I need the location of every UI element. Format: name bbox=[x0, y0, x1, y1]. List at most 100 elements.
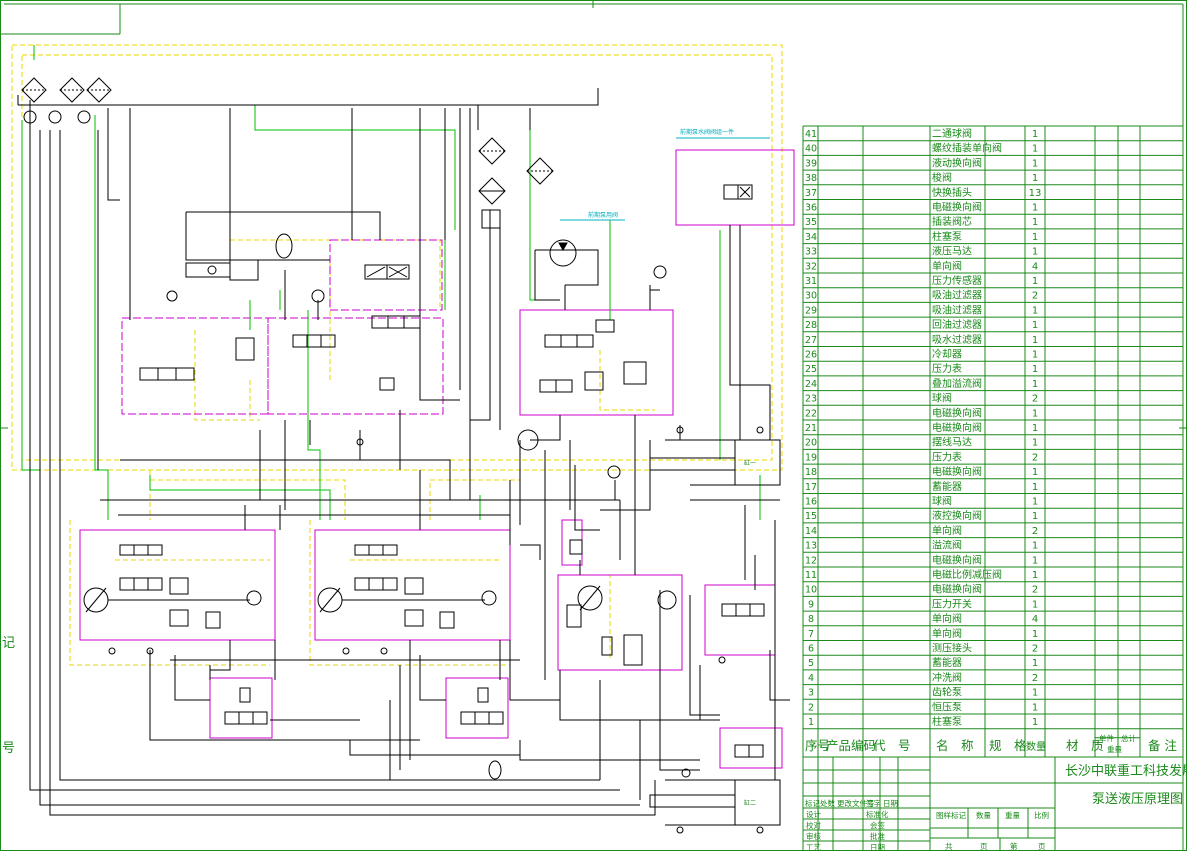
role-review: 审核 bbox=[806, 831, 821, 841]
bom-row-no: 28 bbox=[805, 320, 817, 331]
bom-row-qty: 2 bbox=[1032, 452, 1038, 463]
bom-header-spec: 规 格 bbox=[989, 738, 1027, 753]
bom-row-name: 电磁换向阀 bbox=[932, 421, 982, 434]
bom-header: 序号 产品编码 代 号 名 称 规 格 数量 材 质 单件 总计 重量 备 注 bbox=[805, 733, 1177, 754]
bom-row-no: 40 bbox=[805, 144, 817, 155]
company-name: 长沙中联重工科技发展股份有 bbox=[1065, 763, 1187, 779]
role-countersign: 会签 bbox=[870, 820, 885, 830]
bom-row-qty: 2 bbox=[1032, 291, 1038, 302]
bom-row-no: 34 bbox=[805, 232, 817, 243]
bom-row-qty: 1 bbox=[1032, 599, 1038, 610]
bom-header-no: 序号 bbox=[805, 738, 830, 753]
bom-row-no: 27 bbox=[805, 335, 817, 346]
bom-row-no: 10 bbox=[805, 585, 817, 596]
bom-header-unit-weight: 单件 bbox=[1099, 733, 1115, 743]
bom-row-name: 冲洗阀 bbox=[932, 671, 962, 684]
bom-row-no: 31 bbox=[805, 276, 817, 287]
pump-motor-group bbox=[166, 233, 667, 780]
bom-row-qty: 1 bbox=[1032, 173, 1038, 184]
bom-header-remark: 备 注 bbox=[1148, 738, 1177, 753]
bom-row-no: 6 bbox=[808, 644, 814, 655]
bom-row-qty: 1 bbox=[1032, 158, 1038, 169]
rev-col-count: 处数 bbox=[820, 798, 835, 808]
bom-row-qty: 1 bbox=[1032, 335, 1038, 346]
bom-row-name: 电磁换向阀 bbox=[932, 406, 982, 419]
bom-row-no: 19 bbox=[805, 452, 817, 463]
bom-row-no: 36 bbox=[805, 203, 817, 214]
bom-row-name: 压力传感器 bbox=[932, 274, 982, 287]
role-approve: 批准 bbox=[870, 831, 885, 841]
bom-row-no: 8 bbox=[808, 614, 814, 625]
bom-row-no: 4 bbox=[808, 673, 814, 684]
margin-label-top: 记 bbox=[2, 636, 15, 651]
bom-row-qty: 13 bbox=[1029, 188, 1042, 199]
pilot-lines bbox=[11, 44, 783, 666]
bom-grid bbox=[802, 125, 1183, 851]
bom-row-name: 压力开关 bbox=[932, 597, 972, 610]
bom-row-no: 41 bbox=[805, 129, 817, 140]
bom-row-no: 29 bbox=[805, 305, 817, 316]
cylinders bbox=[649, 439, 781, 826]
cylinder-1-label: 缸一 bbox=[744, 459, 756, 467]
bom-row-no: 14 bbox=[805, 526, 817, 537]
bom-row-name: 液动换向阀 bbox=[932, 156, 982, 169]
bom-row-no: 23 bbox=[805, 394, 817, 405]
bom-row-qty: 2 bbox=[1032, 673, 1038, 684]
bom-row-name: 单向阀 bbox=[932, 612, 962, 625]
stage-col-weight: 重量 bbox=[1005, 811, 1020, 820]
bom-row-no: 39 bbox=[805, 158, 817, 169]
bom-row-qty: 1 bbox=[1032, 247, 1038, 258]
bom-row-name: 二通球阀 bbox=[932, 127, 972, 140]
bom-row-name: 溢流阀 bbox=[932, 539, 962, 552]
bom-row-no: 9 bbox=[808, 599, 814, 610]
sheet-total-suffix: 页 bbox=[980, 842, 988, 851]
stage-col-mark: 图样标记 bbox=[936, 810, 966, 820]
bom-row-qty: 1 bbox=[1032, 438, 1038, 449]
bom-header-material: 材 质 bbox=[1066, 738, 1104, 753]
bom-row-no: 13 bbox=[805, 541, 817, 552]
bom-row-name: 电磁比例减压阀 bbox=[932, 568, 1002, 581]
bom-row-no: 22 bbox=[805, 408, 817, 419]
bom-row-qty: 1 bbox=[1032, 129, 1038, 140]
bom-row-no: 30 bbox=[805, 291, 817, 302]
bom-row-no: 33 bbox=[805, 247, 817, 258]
bom-row-qty: 1 bbox=[1032, 408, 1038, 419]
bom-row-name: 单向阀 bbox=[932, 524, 962, 537]
bom-row-no: 21 bbox=[805, 423, 817, 434]
bom-row-no: 11 bbox=[805, 570, 817, 581]
bom-row-name: 摆线马达 bbox=[932, 436, 972, 449]
bom-row-no: 24 bbox=[805, 379, 817, 390]
bom-row-name: 单向阀 bbox=[932, 259, 962, 272]
bom-row-name: 回油过滤器 bbox=[932, 318, 982, 331]
title-block-grid bbox=[803, 756, 1183, 851]
bom-row-name: 液压马达 bbox=[932, 245, 972, 258]
bom-row-name: 快换插头 bbox=[932, 186, 972, 199]
bom-header-total-weight: 总计 bbox=[1121, 733, 1137, 743]
bom-row-qty: 1 bbox=[1032, 203, 1038, 214]
bom-row-name: 压力表 bbox=[932, 450, 962, 463]
bom-row-name: 单向阀 bbox=[932, 627, 962, 640]
bom-row-name: 梭阀 bbox=[932, 171, 952, 184]
bom-row-qty: 1 bbox=[1032, 423, 1038, 434]
cyan-notes: 前期泵水阀阀组一件 前期泵用阀 bbox=[560, 128, 770, 221]
bom-row-qty: 1 bbox=[1032, 658, 1038, 669]
bom-row-no: 5 bbox=[808, 658, 814, 669]
connectors bbox=[108, 426, 764, 834]
bom-row-qty: 2 bbox=[1032, 526, 1038, 537]
bom-header-part-code: 产品编码 bbox=[826, 738, 876, 753]
bom-row-qty: 1 bbox=[1032, 467, 1038, 478]
bom-row-qty: 1 bbox=[1032, 497, 1038, 508]
bom-row-no: 25 bbox=[805, 364, 817, 375]
bom-row-name: 球阀 bbox=[932, 495, 952, 508]
bom-row-qty: 1 bbox=[1032, 305, 1038, 316]
role-design: 设计 bbox=[806, 809, 821, 819]
bom-row-qty: 1 bbox=[1032, 320, 1038, 331]
bom-row-name: 吸油过滤器 bbox=[932, 303, 982, 316]
rev-col-sign: 签字 bbox=[866, 798, 881, 808]
bom-row-name: 吸油过滤器 bbox=[932, 289, 982, 302]
bom-row-qty: 1 bbox=[1032, 217, 1038, 228]
note-top-right: 前期泵水阀阀组一件 bbox=[680, 128, 734, 136]
bom-row-name: 吸水过滤器 bbox=[932, 333, 982, 346]
